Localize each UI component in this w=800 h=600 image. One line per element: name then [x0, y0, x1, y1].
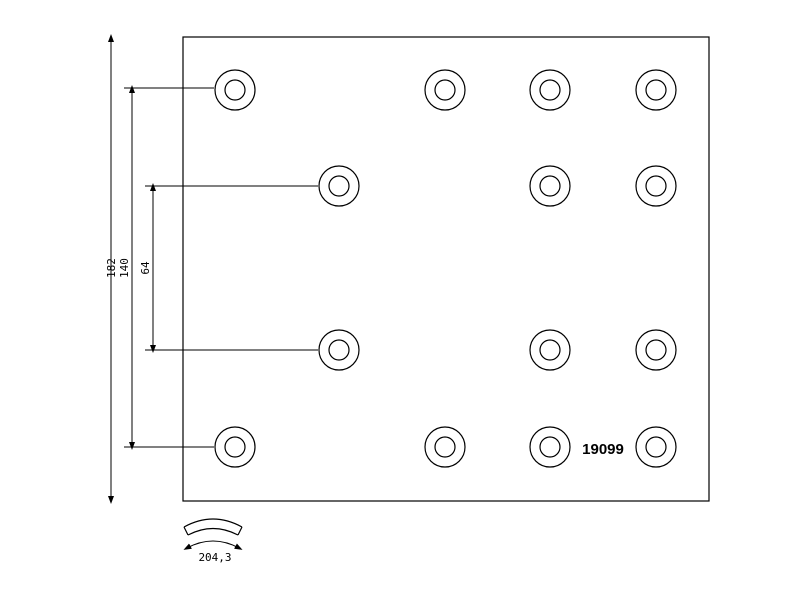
rivet-hole — [424, 69, 466, 111]
outer-spacing-label: 140 — [118, 258, 131, 278]
lining-plate-outline — [182, 36, 710, 502]
arc-outer — [183, 518, 243, 528]
rivet-hole — [318, 329, 360, 371]
rivet-holes — [214, 69, 677, 468]
arc-dimension-line — [183, 540, 243, 550]
arc-inner — [187, 527, 239, 536]
rivet-hole — [529, 426, 571, 468]
arc-left-edge — [183, 526, 189, 536]
rivet-hole — [214, 426, 256, 468]
inner-spacing-label: 64 — [139, 261, 152, 275]
height-dimension-label: 182 — [105, 258, 118, 278]
rivet-hole — [635, 165, 677, 207]
rivet-hole — [318, 165, 360, 207]
rivet-hole — [529, 165, 571, 207]
part-number: 19099 — [582, 441, 624, 458]
rivet-hole — [635, 329, 677, 371]
rivet-hole — [529, 69, 571, 111]
arc-length-label: 204,3 — [198, 551, 231, 564]
arc-right-edge — [237, 526, 243, 536]
rivet-hole — [529, 329, 571, 371]
rivet-hole — [635, 69, 677, 111]
arc-length-symbol: 204,3 — [183, 518, 243, 564]
rivet-hole — [635, 426, 677, 468]
rivet-hole — [214, 69, 256, 111]
rivet-hole — [424, 426, 466, 468]
